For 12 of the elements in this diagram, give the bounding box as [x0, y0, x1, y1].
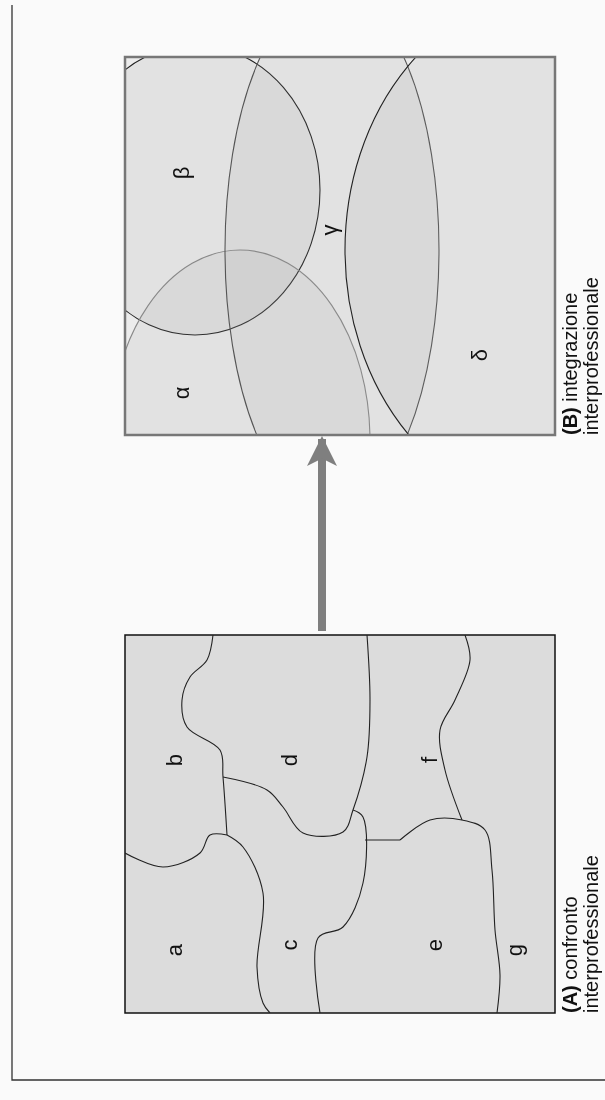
- region-label: γ: [318, 224, 342, 236]
- region-label: δ: [468, 348, 492, 362]
- region-label: b: [163, 753, 187, 767]
- region-label: g: [503, 943, 527, 957]
- region-label: d: [278, 753, 302, 767]
- region-label: a: [163, 943, 187, 957]
- arrow: [307, 436, 337, 631]
- region-label: α: [170, 386, 194, 400]
- region-label: e: [423, 938, 447, 952]
- region-label: f: [418, 756, 442, 764]
- region-label: β: [170, 166, 194, 180]
- region-label: c: [278, 939, 302, 951]
